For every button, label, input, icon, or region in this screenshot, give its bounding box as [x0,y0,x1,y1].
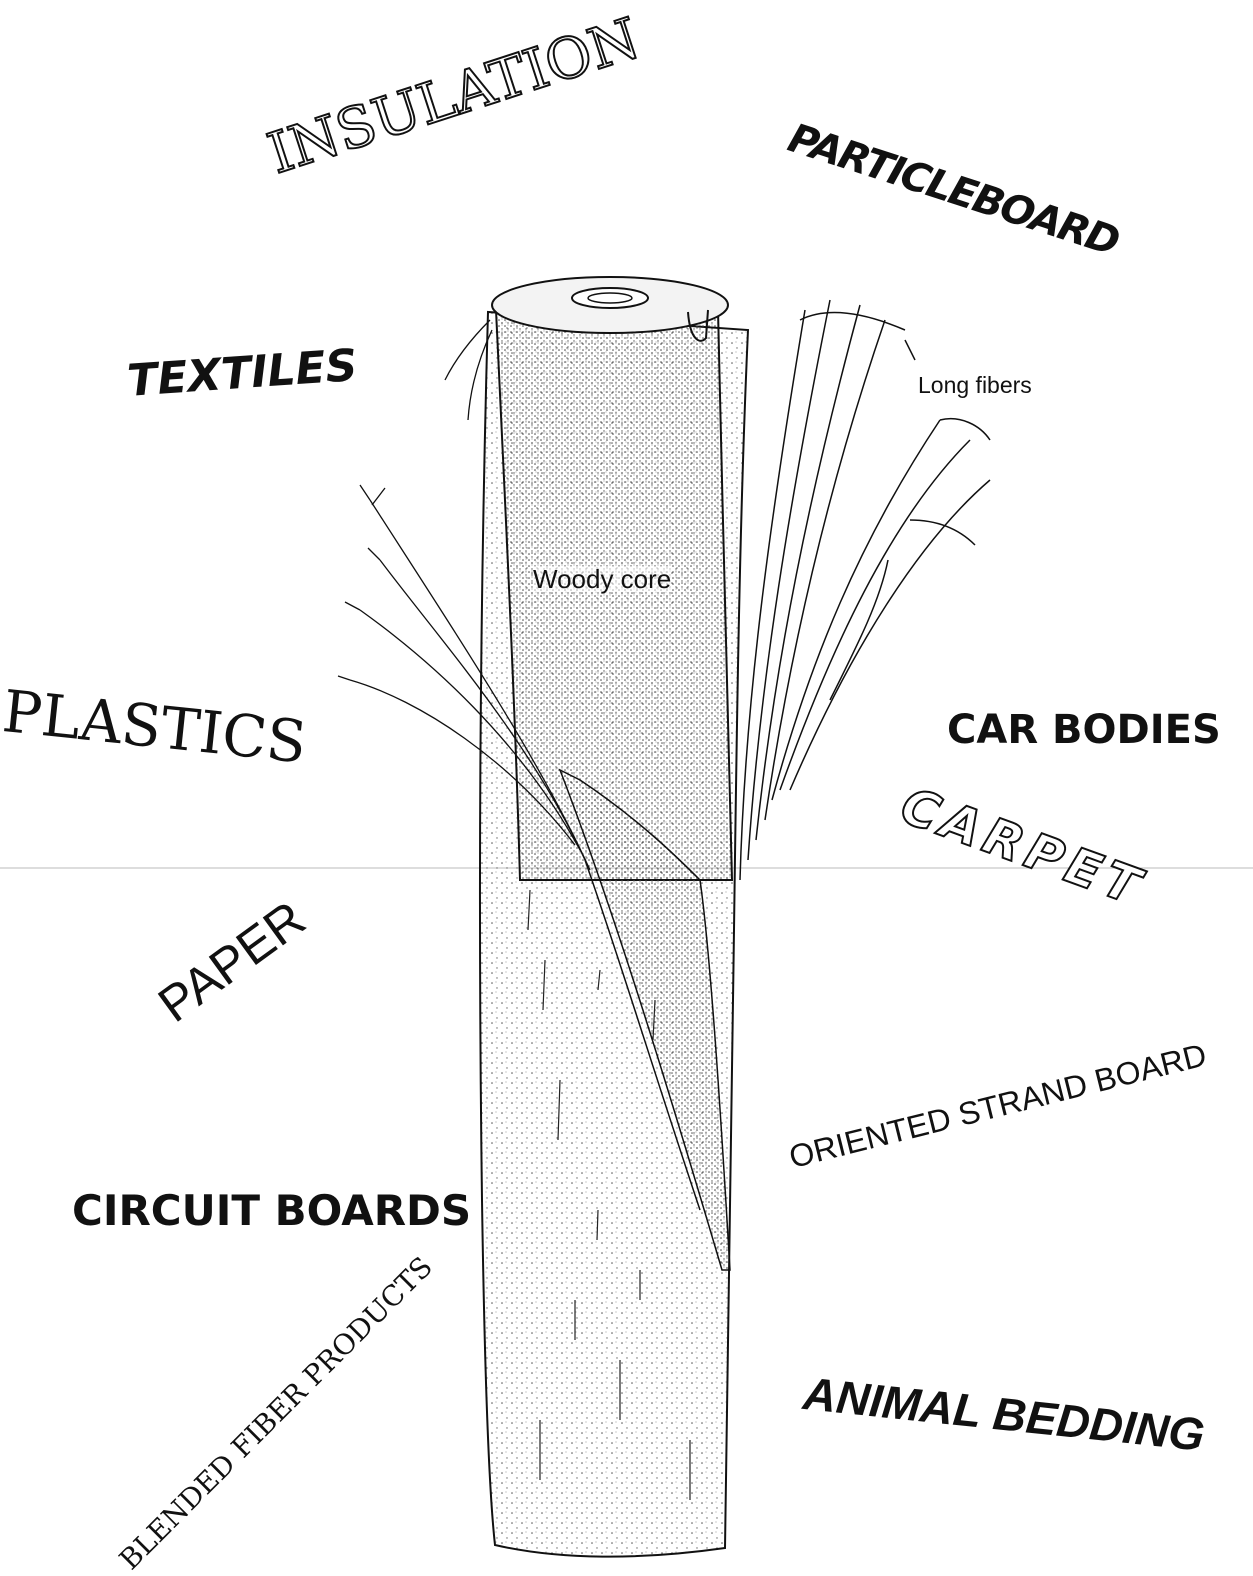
long-fibers-label: Long fibers [918,374,1032,397]
core-pith [572,288,648,308]
product-label-car-bodies: CAR BODIES [947,710,1221,750]
woody-core-label: Woody core [533,566,671,592]
product-label-circuit-boards: CIRCUIT BOARDS [72,1190,471,1232]
